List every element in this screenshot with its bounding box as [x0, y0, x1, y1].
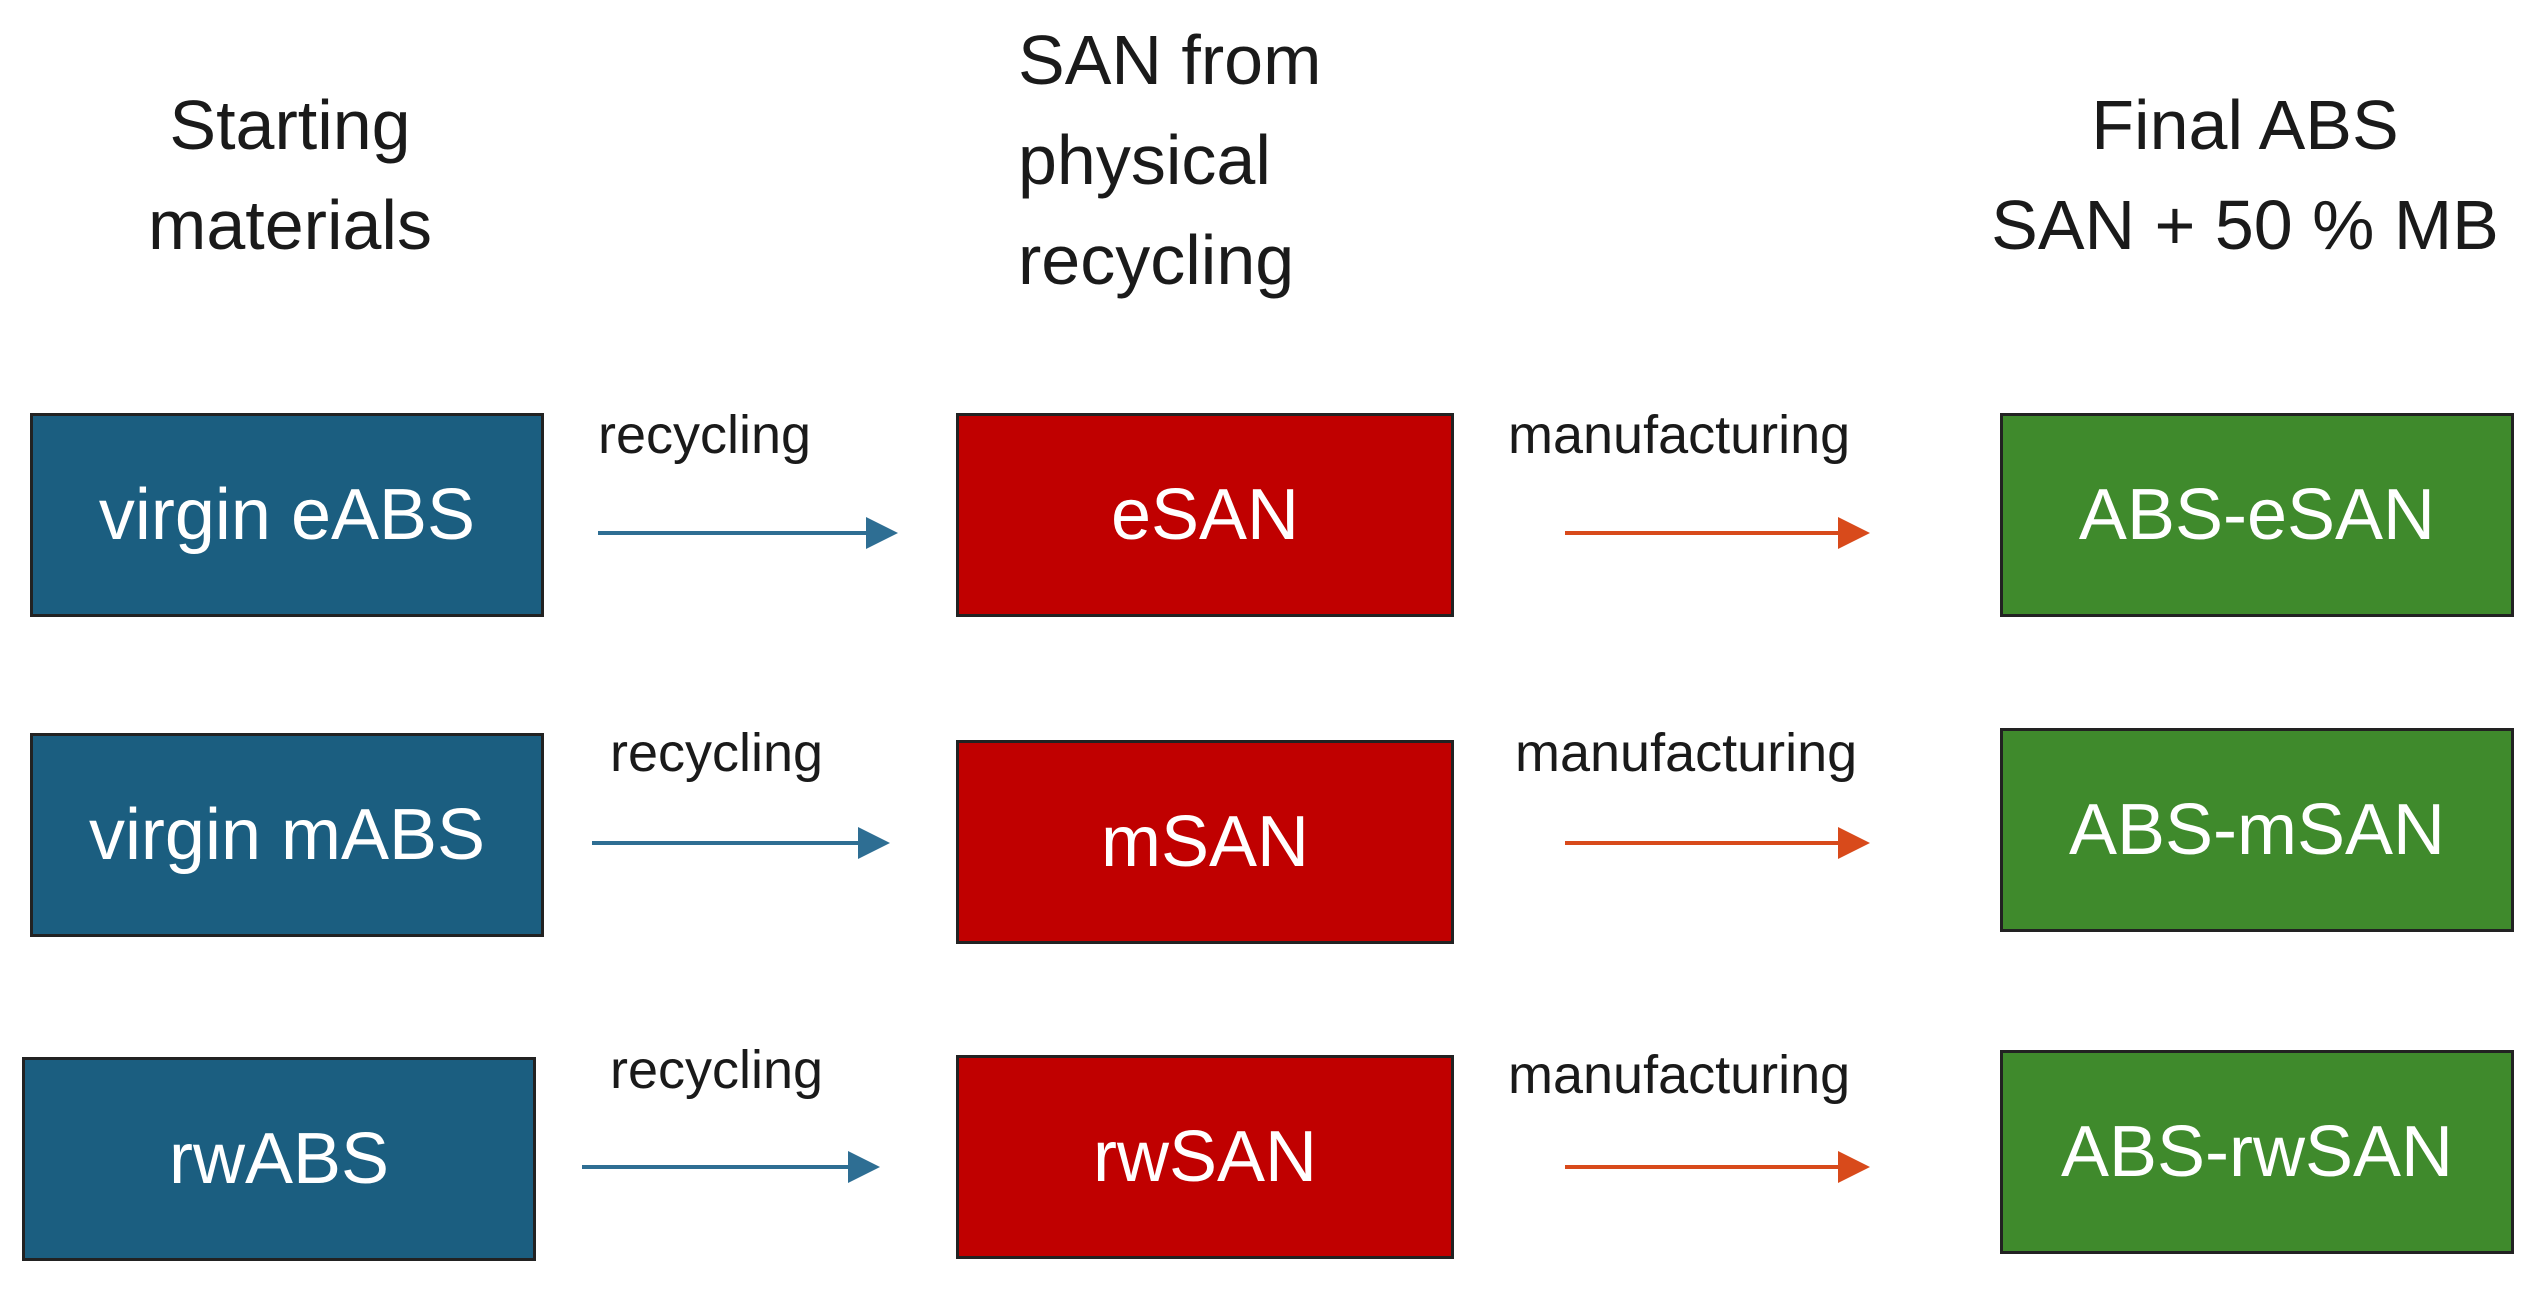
san-from-physical-recycling-header: SAN from physical recycling [1018, 21, 1322, 299]
manufacturing-label-row-1: manufacturing [1508, 405, 1851, 465]
start-material-box-row-1: virgin eABS [30, 413, 544, 617]
final-abs-box-row-3: ABS-rwSAN [2000, 1050, 2514, 1254]
recycling-label-row-2: recycling [610, 723, 824, 783]
manufacturing-label-row-3: manufacturing [1508, 1045, 1851, 1105]
san-box-row-2: mSAN [956, 740, 1454, 944]
final-abs-box-row-1: ABS-eSAN [2000, 413, 2514, 617]
starting-materials-header: Starting materials [148, 86, 432, 264]
start-material-box-row-2: virgin mABS [30, 733, 544, 937]
final-abs-box-row-2: ABS-mSAN [2000, 728, 2514, 932]
manufacturing-label-row-2: manufacturing [1515, 723, 1858, 783]
recycling-label-row-1: recycling [598, 405, 812, 465]
start-material-box-row-3: rwABS [22, 1057, 536, 1261]
recycling-label-row-3: recycling [610, 1040, 824, 1100]
san-box-row-3: rwSAN [956, 1055, 1454, 1259]
san-box-row-1: eSAN [956, 413, 1454, 617]
final-abs-header: Final ABS SAN + 50 % MB [1991, 86, 2499, 264]
